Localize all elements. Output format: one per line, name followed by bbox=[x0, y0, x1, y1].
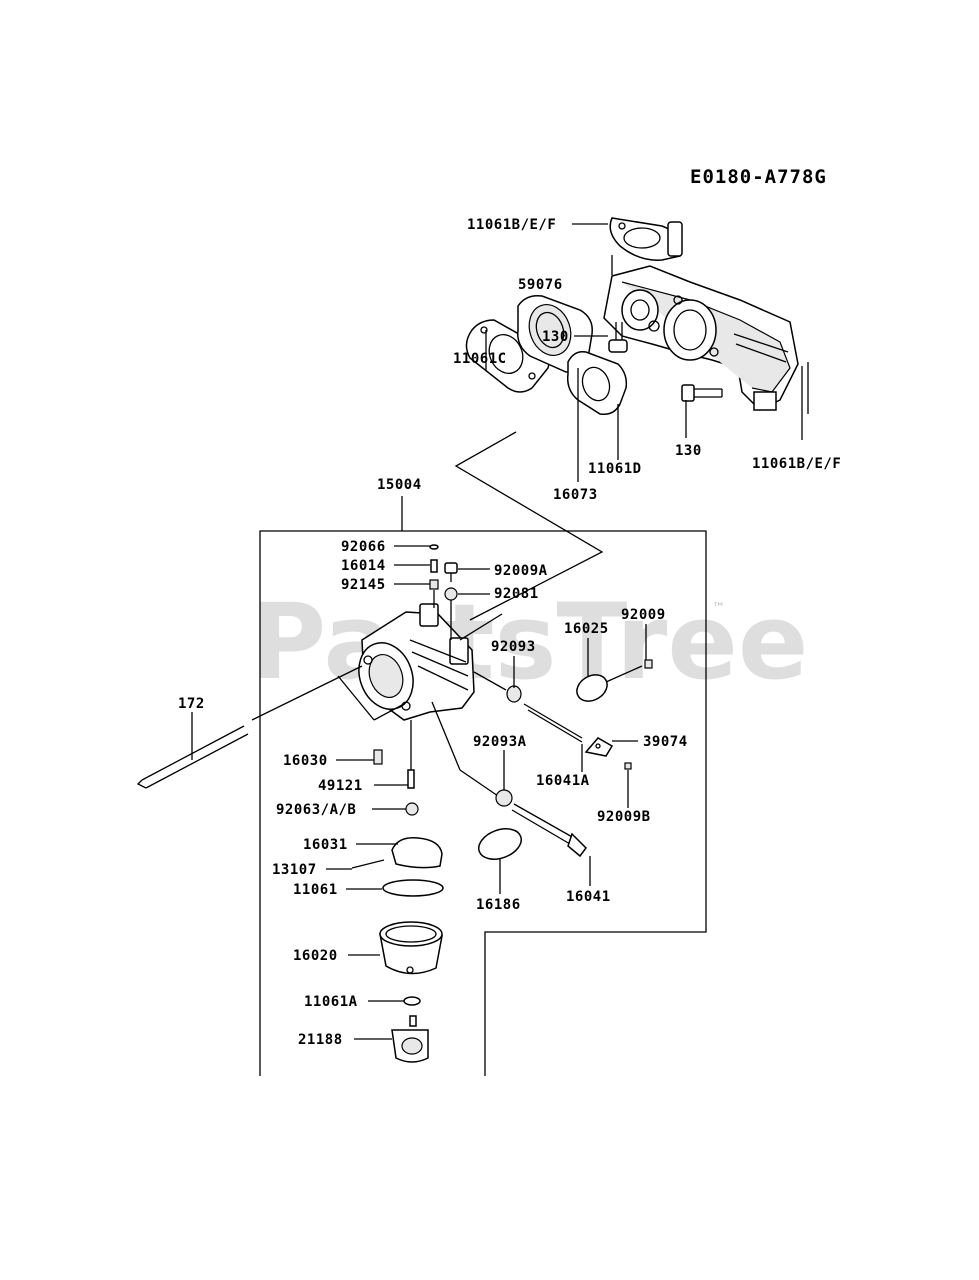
stud-guide-b bbox=[373, 703, 405, 721]
bolt-130-a bbox=[608, 322, 628, 353]
callout-11061d: 11061D bbox=[588, 461, 642, 477]
o-ring-11061 bbox=[382, 879, 444, 897]
callout-92081: 92081 bbox=[494, 586, 539, 602]
callout-92063: 92063/A/B bbox=[276, 802, 356, 818]
pin-13107 bbox=[351, 859, 385, 869]
gasket-11061bef-top bbox=[609, 217, 683, 261]
pin-16030 bbox=[373, 749, 383, 765]
intake-alignment-guide bbox=[454, 431, 604, 621]
callout-16041: 16041 bbox=[566, 889, 611, 905]
trademark-mark: ™ bbox=[712, 601, 725, 616]
callout-16025: 16025 bbox=[564, 621, 609, 637]
callout-11061bef-right: 11061B/E/F bbox=[752, 456, 841, 472]
callout-92093a: 92093A bbox=[473, 734, 527, 750]
callout-16020: 16020 bbox=[293, 948, 338, 964]
screw-16014 bbox=[430, 559, 438, 573]
float-16031 bbox=[391, 837, 443, 869]
callout-59076: 59076 bbox=[518, 277, 563, 293]
throttle-plate-16186 bbox=[478, 828, 522, 860]
callout-172: 172 bbox=[178, 696, 205, 712]
leader-body-lower-b bbox=[459, 769, 499, 797]
needle-49121 bbox=[407, 720, 415, 789]
callout-16031: 16031 bbox=[303, 837, 348, 853]
cap-92081 bbox=[444, 587, 458, 601]
callout-16014: 16014 bbox=[341, 558, 386, 574]
callout-11061: 11061 bbox=[293, 882, 338, 898]
gasket-11061d bbox=[566, 350, 628, 416]
carburetor-body bbox=[358, 603, 475, 721]
callout-11061bef-top: 11061B/E/F bbox=[467, 217, 556, 233]
shaft-16041a bbox=[523, 703, 583, 739]
o-ring-92066 bbox=[429, 544, 439, 550]
callout-92145: 92145 bbox=[341, 577, 386, 593]
float-bowl-16020 bbox=[379, 921, 443, 975]
callout-16073: 16073 bbox=[553, 487, 598, 503]
washer-11061a bbox=[403, 996, 421, 1006]
shaft-16041-edge bbox=[511, 809, 571, 845]
callout-16030: 16030 bbox=[283, 753, 328, 769]
shaft-16041-lever bbox=[567, 832, 587, 858]
callout-11061a: 11061A bbox=[304, 994, 358, 1010]
shaft-16041 bbox=[513, 803, 575, 839]
leader-body-upper bbox=[459, 613, 503, 641]
nut-92063 bbox=[405, 802, 419, 816]
callout-92066: 92066 bbox=[341, 539, 386, 555]
stud-axis-line bbox=[251, 665, 363, 721]
gasket-11061c bbox=[465, 319, 550, 393]
callout-92009b: 92009B bbox=[597, 809, 651, 825]
spring-92145 bbox=[429, 579, 439, 590]
callout-130-a: 130 bbox=[542, 329, 569, 345]
shaft-16041a-edge bbox=[527, 709, 583, 743]
callout-92009: 92009 bbox=[621, 607, 666, 623]
leader-92093-guide bbox=[473, 671, 507, 691]
callout-92093: 92093 bbox=[491, 639, 536, 655]
callout-16041a: 16041A bbox=[536, 773, 590, 789]
lever-39074 bbox=[584, 737, 614, 757]
screw-92009a bbox=[444, 562, 458, 582]
carburetor-group-border bbox=[259, 530, 707, 1076]
spacer-16073 bbox=[517, 294, 593, 373]
solenoid-21188 bbox=[391, 1015, 429, 1063]
diagram-code: E0180-A778G bbox=[690, 166, 827, 188]
callout-21188: 21188 bbox=[298, 1032, 343, 1048]
callout-92009a: 92009A bbox=[494, 563, 548, 579]
stud-172 bbox=[136, 725, 249, 789]
choke-plate-16025 bbox=[576, 674, 608, 702]
leader-16025-guide bbox=[605, 665, 643, 683]
stud-guide-a bbox=[337, 675, 375, 721]
callout-13107: 13107 bbox=[272, 862, 317, 878]
bolt-130-b bbox=[681, 384, 723, 402]
intake-manifold-59076 bbox=[603, 265, 799, 411]
screw-92009 bbox=[644, 659, 653, 669]
callout-130-b: 130 bbox=[675, 443, 702, 459]
seal-92093 bbox=[506, 685, 522, 703]
seal-92093a bbox=[495, 789, 513, 807]
leader-body-lower bbox=[431, 701, 461, 771]
callout-39074: 39074 bbox=[643, 734, 688, 750]
callout-16186: 16186 bbox=[476, 897, 521, 913]
callout-49121: 49121 bbox=[318, 778, 363, 794]
screw-92009b bbox=[624, 762, 632, 770]
callout-15004: 15004 bbox=[377, 477, 422, 493]
callout-11061c: 11061C bbox=[453, 351, 507, 367]
